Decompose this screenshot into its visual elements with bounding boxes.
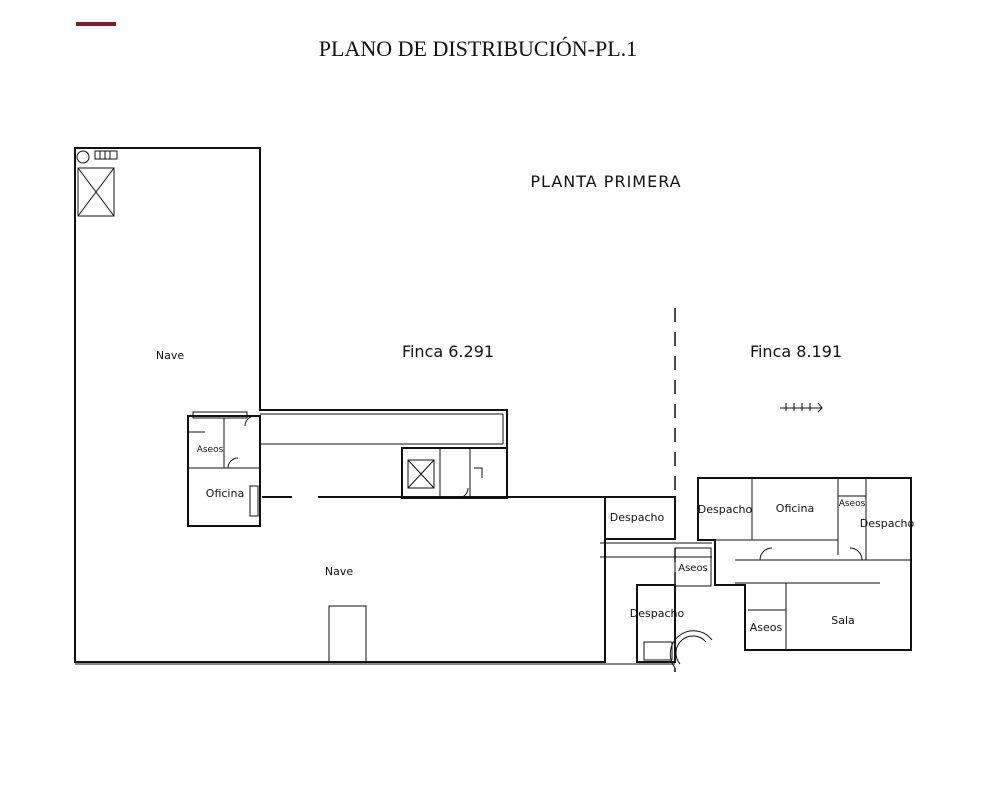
room-label-despacho-center-bottom: Despacho [630,607,685,620]
central-stair-core [401,447,508,499]
parcel-label-left: Finca 6.291 [402,342,494,361]
center-rooms [600,496,713,669]
room-label-sala: Sala [831,614,855,627]
room-label-aseos-center: Aseos [678,563,708,574]
room-label-despacho-right-1: Despacho [698,503,753,516]
room-label-aseos-left: Aseos [197,445,224,455]
room-label-despacho-right-2: Despacho [860,517,915,530]
right-building-walls [697,477,912,651]
stair-block-top-left [76,150,118,217]
room-label-aseos-right-bottom: Aseos [750,621,783,634]
room-label-aseos-right-top: Aseos [839,499,866,509]
room-label-nave-upper: Nave [156,349,184,362]
room-label-despacho-center-top: Despacho [610,511,665,524]
north-arrow-icon [780,402,823,413]
room-label-oficina-left: Oficina [206,487,244,500]
page-title: PLANO DE DISTRIBUCIÓN-PL.1 [318,36,638,61]
left-building-walls [74,147,675,665]
accent-bar [76,22,116,26]
left-office-block [187,411,261,527]
parcel-label-right: Finca 8.191 [750,342,842,361]
room-label-oficina-right: Oficina [776,502,814,515]
room-label-nave-lower: Nave [325,565,353,578]
floor-label: PLANTA PRIMERA [530,172,681,191]
